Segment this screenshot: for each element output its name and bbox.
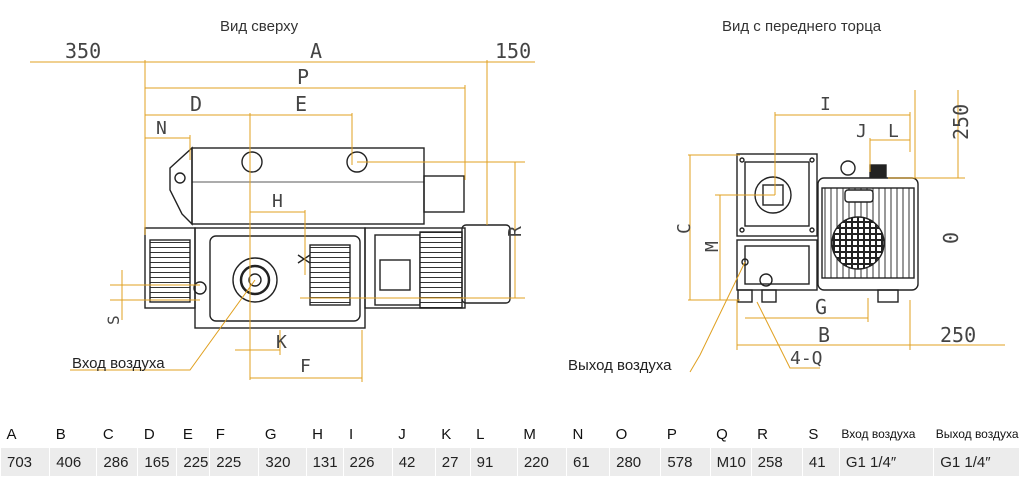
table-cell: 286 (96, 448, 138, 476)
table-header-cell: L (476, 425, 485, 443)
table-header-cell: I (349, 425, 354, 443)
dimensions-table: A B C D E F G H I J K L M N O P Q R S Вх… (0, 420, 1019, 476)
dim-a: A (310, 39, 322, 63)
table-header-cell: G (264, 425, 277, 443)
dim-h: H (272, 191, 283, 212)
table-cell: 225 (209, 448, 259, 476)
top-view-dimension-labels: 350 150 A P D E N H R S K F Вход воздуха (65, 39, 531, 377)
dim-d: D (190, 92, 202, 116)
table-cell: G1 1/4″ (838, 448, 934, 476)
dim-s: S (104, 315, 123, 325)
table-header-cell: H (312, 425, 323, 443)
top-clearance-value: 250 (949, 104, 973, 140)
table-cell: 225 (176, 448, 210, 476)
table-cell: G1 1/4″ (933, 448, 1019, 476)
air-outlet-callout: Выход воздуха (568, 357, 672, 374)
table-header-cell: O (615, 425, 628, 443)
front-view-dimension-lines (688, 90, 1005, 373)
dim-n: N (156, 118, 167, 139)
table-cell: 61 (566, 448, 610, 476)
table-header-cell: F (215, 425, 225, 443)
dim-m: M (702, 241, 723, 252)
table-cell: 578 (660, 448, 711, 476)
dim-e: E (295, 92, 307, 116)
dim-p: P (297, 65, 309, 89)
dim-f: F (300, 356, 311, 377)
table-header-cell: E (182, 425, 193, 443)
front-view-title: Вид с переднего торца (722, 18, 882, 35)
table-cell: 280 (609, 448, 661, 476)
dim-q: 4-Q (790, 348, 823, 369)
left-clearance-value: 350 (65, 39, 101, 63)
table-cell: 226 (342, 448, 393, 476)
table-cell: 703 (0, 448, 50, 476)
dim-b: B (818, 323, 830, 347)
dim-k: K (276, 332, 287, 353)
front-view-dimension-labels: I J L 250 0 C M G B 250 4-Q Выход воздух… (568, 94, 976, 374)
table-header-cell: D (143, 425, 155, 443)
table-header-cell: N (572, 425, 584, 443)
table-header-cell: B (55, 425, 66, 443)
dim-i: I (820, 94, 831, 115)
air-inlet-callout: Вход воздуха (72, 355, 165, 372)
table-cell: 131 (305, 448, 343, 476)
table-header-cell: P (666, 425, 677, 443)
table-header-cell: Вход воздуха (841, 427, 916, 441)
dim-l: L (888, 121, 899, 142)
table-cell: 220 (516, 448, 567, 476)
table-header-cell: C (102, 425, 114, 443)
table-cell: 165 (137, 448, 177, 476)
top-view-title: Вид сверху (220, 18, 299, 35)
table-header-cell: J (398, 425, 406, 443)
table-cell: 406 (49, 448, 97, 476)
table-header-cell: K (441, 425, 452, 443)
zero-mark: 0 (939, 232, 963, 244)
table-header-cell: M (523, 425, 536, 443)
table-header-cell: Q (716, 425, 728, 443)
top-view-pump (144, 146, 511, 329)
table-header-cell: Выход воздуха (935, 427, 1019, 441)
dim-r: R (505, 226, 526, 237)
dim-c: C (674, 223, 695, 234)
table-header-cell: R (757, 425, 768, 443)
dim-g: G (815, 295, 827, 319)
table-cell: M10 (709, 448, 752, 476)
technical-drawing: 350 150 A P D E N H R S K F Вход воздуха (30, 39, 1005, 382)
table-values-row: 703 406 286 165 225 225 320 131 226 42 2… (0, 448, 1019, 476)
right-clearance-value: 150 (495, 39, 531, 63)
table-header-row: A B C D E F G H I J K L M N O P Q R S Вх… (1, 420, 1019, 448)
front-view-pump (736, 153, 919, 303)
table-cell: 27 (434, 448, 471, 476)
table-cell: 258 (750, 448, 803, 476)
table-cell: 91 (469, 448, 518, 476)
dim-j: J (856, 121, 867, 142)
top-view-dimension-lines (30, 60, 535, 382)
table-cell: 320 (258, 448, 307, 476)
table-header-cell: S (808, 425, 819, 443)
table-cell: 41 (801, 448, 840, 476)
table-header-cell: A (6, 425, 17, 443)
side-clearance-value: 250 (940, 323, 976, 347)
table-cell: 42 (391, 448, 436, 476)
